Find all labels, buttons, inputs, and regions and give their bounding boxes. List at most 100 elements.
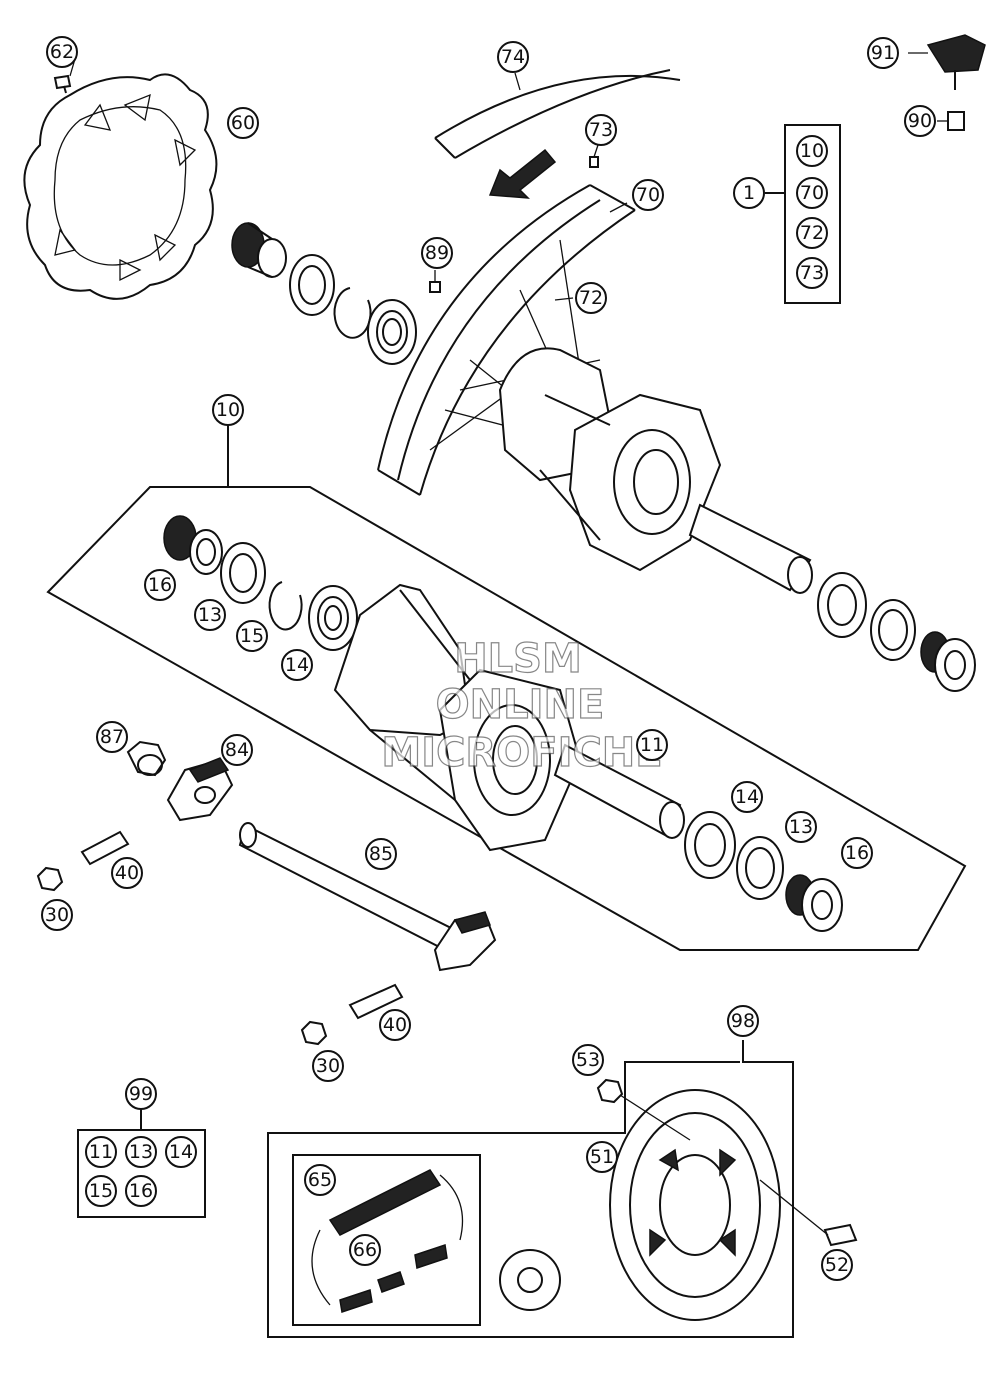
rim-lock-nipple <box>589 156 599 168</box>
front-sprocket <box>499 1249 561 1311</box>
upper-wheel-bearing <box>367 299 417 365</box>
svg-text:70: 70 <box>800 182 824 204</box>
svg-text:15: 15 <box>240 625 264 647</box>
callout-40: 40 <box>111 857 143 889</box>
svg-text:13: 13 <box>198 604 222 626</box>
svg-text:91: 91 <box>871 42 895 64</box>
adjuster-screw-right <box>348 983 404 1020</box>
svg-text:72: 72 <box>579 287 603 309</box>
hub-assembly-outline <box>46 425 967 951</box>
svg-text:51: 51 <box>590 1146 614 1168</box>
callout-40-lower: 40 <box>379 1009 411 1041</box>
kit-99-box <box>77 1108 206 1218</box>
kit-1-item-10: 10 <box>796 135 828 167</box>
watermark-line1: HLSM <box>454 636 582 682</box>
callouts: 62 60 74 73 70 89 72 91 90 1 10 70 72 73… <box>41 36 936 1281</box>
svg-text:16: 16 <box>845 842 869 864</box>
callout-10: 10 <box>212 394 244 426</box>
svg-text:72: 72 <box>800 222 824 244</box>
callout-1: 1 <box>733 177 765 209</box>
svg-text:10: 10 <box>800 140 824 162</box>
hub-seal-left <box>220 542 266 604</box>
adjuster-screw-left <box>80 830 130 866</box>
callout-13-right: 13 <box>785 811 817 843</box>
svg-text:62: 62 <box>50 41 74 63</box>
kit-99-item-14: 14 <box>165 1136 197 1168</box>
adjuster-nut-right <box>300 1020 328 1046</box>
svg-text:65: 65 <box>308 1169 332 1191</box>
rear-sprocket <box>609 1089 781 1321</box>
watermark-line2: ONLINE <box>436 682 605 728</box>
hub-spacer-right <box>785 874 843 932</box>
brake-disc <box>23 73 218 300</box>
disc-bolt <box>53 74 72 94</box>
svg-text:87: 87 <box>100 726 124 748</box>
callout-15: 15 <box>236 620 268 652</box>
upper-hub <box>498 347 722 572</box>
callout-91: 91 <box>867 37 899 69</box>
sprocket-nut <box>596 1078 691 1141</box>
callout-11: 11 <box>636 729 668 761</box>
valve-tool <box>926 34 986 90</box>
callout-16: 16 <box>144 569 176 601</box>
upper-circlip <box>333 287 372 339</box>
callout-72: 72 <box>575 282 607 314</box>
svg-text:89: 89 <box>425 242 449 264</box>
callout-65: 65 <box>304 1164 336 1196</box>
svg-text:90: 90 <box>908 110 932 132</box>
svg-text:10: 10 <box>216 399 240 421</box>
callout-84: 84 <box>221 734 253 766</box>
valve-cap <box>947 111 965 131</box>
svg-text:73: 73 <box>800 262 824 284</box>
upper-shaft-seal <box>289 254 335 316</box>
svg-text:52: 52 <box>825 1254 849 1276</box>
rim <box>377 184 636 496</box>
callout-98: 98 <box>727 1005 759 1037</box>
leader-lines <box>69 51 948 301</box>
svg-text:66: 66 <box>353 1239 377 1261</box>
svg-text:16: 16 <box>148 574 172 596</box>
callout-13: 13 <box>194 599 226 631</box>
svg-text:60: 60 <box>231 112 255 134</box>
callout-90: 90 <box>904 105 936 137</box>
upper-right-seal <box>870 599 916 661</box>
kit-99-item-16: 16 <box>125 1175 157 1207</box>
svg-text:85: 85 <box>369 843 393 865</box>
callout-74: 74 <box>497 41 529 73</box>
callout-99: 99 <box>125 1078 157 1110</box>
callout-16-right: 16 <box>841 837 873 869</box>
callout-89: 89 <box>421 237 453 269</box>
callout-52: 52 <box>821 1249 853 1281</box>
callout-70: 70 <box>632 179 664 211</box>
callout-73: 73 <box>585 114 617 146</box>
axle-85 <box>238 822 497 972</box>
spoke-nipple <box>429 281 441 293</box>
svg-text:14: 14 <box>285 654 309 676</box>
sprocket-group-outline <box>267 1040 794 1338</box>
svg-text:30: 30 <box>45 904 69 926</box>
svg-text:13: 13 <box>789 816 813 838</box>
svg-text:84: 84 <box>225 739 249 761</box>
callout-30-lower: 30 <box>312 1050 344 1082</box>
svg-text:11: 11 <box>89 1141 113 1163</box>
svg-text:53: 53 <box>576 1049 600 1071</box>
hub-bearing-left <box>308 585 358 651</box>
callout-14-right: 14 <box>731 781 763 813</box>
callout-66: 66 <box>349 1234 381 1266</box>
upper-right-spacer <box>920 631 976 692</box>
callout-51: 51 <box>586 1141 618 1173</box>
hub-circlip <box>268 581 303 631</box>
callout-30: 30 <box>41 899 73 931</box>
svg-text:40: 40 <box>383 1014 407 1036</box>
callout-60: 60 <box>227 107 259 139</box>
kit-1-item-70: 70 <box>796 177 828 209</box>
callout-87: 87 <box>96 721 128 753</box>
kit-1-item-72: 72 <box>796 217 828 249</box>
hub-spacer-left <box>163 515 223 575</box>
chain-master-link <box>377 1271 405 1293</box>
svg-text:74: 74 <box>501 46 525 68</box>
svg-text:16: 16 <box>129 1180 153 1202</box>
upper-spacer-bushing <box>231 222 287 278</box>
kit-1-item-73: 73 <box>796 257 828 289</box>
